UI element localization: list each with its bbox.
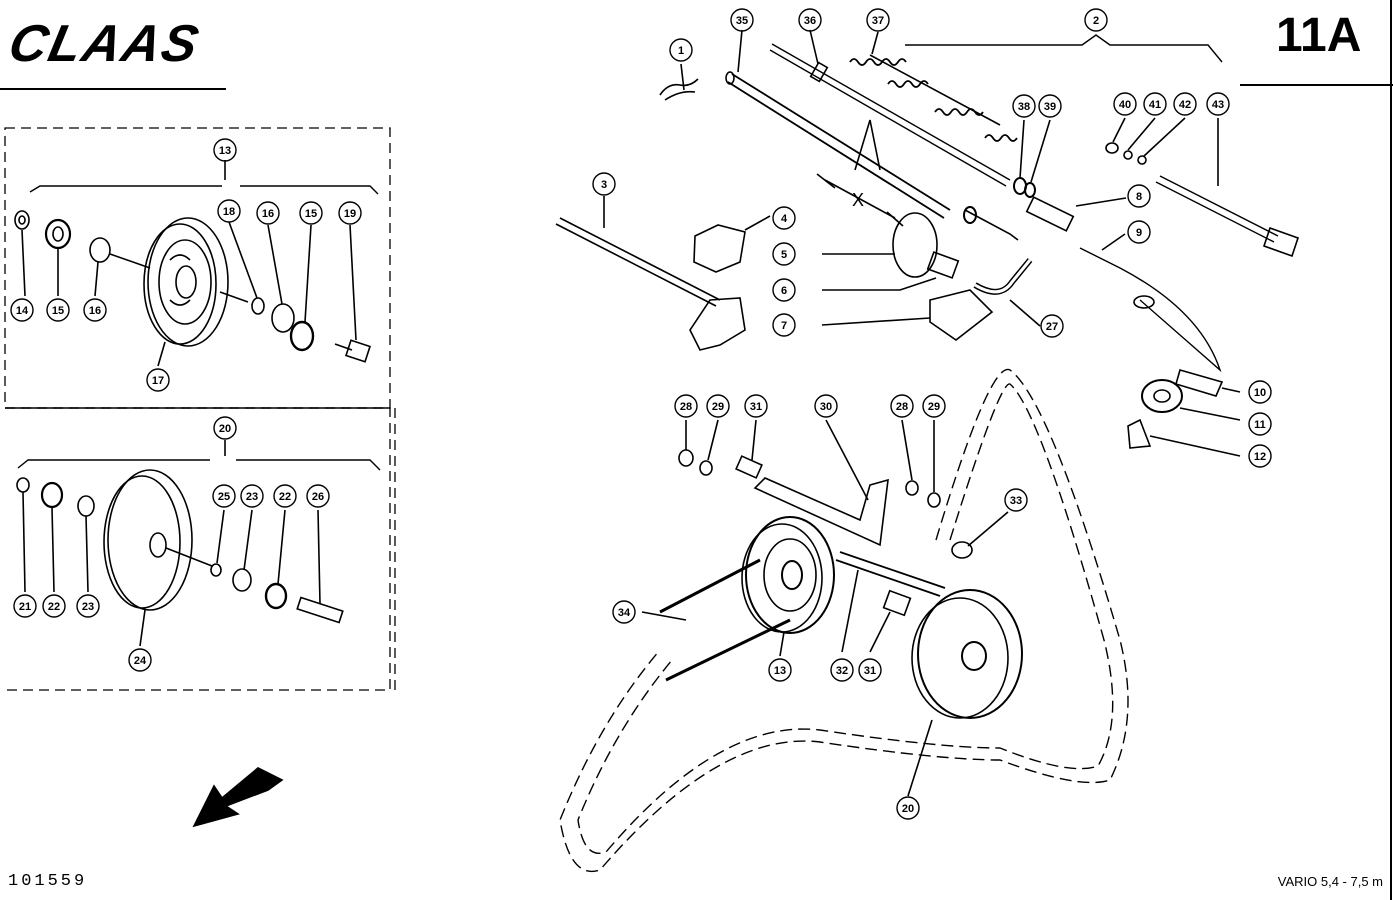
- callout-21: 21: [19, 601, 31, 613]
- callout-4: 4: [781, 213, 788, 225]
- callout-27: 27: [1046, 321, 1058, 333]
- callout-23-inset-right: 23: [246, 491, 258, 503]
- callout-20-inset: 20: [219, 423, 231, 435]
- callout-29-right: 29: [928, 401, 940, 413]
- callout-9: 9: [1136, 227, 1142, 239]
- callout-28-left: 28: [680, 401, 692, 413]
- callout-17: 17: [152, 375, 164, 387]
- document-number: 101559: [8, 872, 88, 891]
- callout-14: 14: [16, 305, 29, 317]
- callout-26: 26: [312, 491, 324, 503]
- main-assembly: [555, 29, 1300, 457]
- page-code-rule: [1240, 84, 1393, 86]
- callout-23-inset-left: 23: [82, 601, 94, 613]
- direction-arrow: [192, 767, 284, 828]
- callout-3: 3: [601, 179, 607, 191]
- callout-22-inset-right: 22: [279, 491, 291, 503]
- callout-13-inset: 13: [219, 145, 231, 157]
- inset-frames: [4, 127, 396, 691]
- callout-10: 10: [1254, 387, 1266, 399]
- callout-36: 36: [804, 15, 816, 27]
- callout-15-inset-right: 15: [305, 208, 317, 220]
- callout-labels: 13 14 15 16 17 18 16 15 19 20 21 22 23 2…: [16, 15, 1266, 815]
- logo-underline: [0, 88, 226, 90]
- callout-7: 7: [781, 320, 787, 332]
- callout-8: 8: [1136, 191, 1142, 203]
- callout-13-main: 13: [774, 665, 786, 677]
- callout-37: 37: [872, 15, 884, 27]
- callout-41: 41: [1149, 99, 1161, 111]
- callout-28-right: 28: [896, 401, 908, 413]
- callout-6: 6: [781, 285, 787, 297]
- callout-16-inset-right: 16: [262, 208, 274, 220]
- callout-11: 11: [1254, 419, 1266, 431]
- callout-31-upper: 31: [750, 401, 762, 413]
- callout-22-inset-left: 22: [48, 601, 60, 613]
- callout-35: 35: [736, 15, 748, 27]
- callout-34: 34: [618, 607, 631, 619]
- callout-33: 33: [1010, 495, 1022, 507]
- callout-30: 30: [820, 401, 832, 413]
- callout-15-inset-left: 15: [52, 305, 64, 317]
- callout-1: 1: [678, 45, 684, 57]
- callout-29-left: 29: [712, 401, 724, 413]
- callout-20-main: 20: [902, 803, 914, 815]
- page-border: [1390, 0, 1392, 900]
- page-code: 11A: [1276, 9, 1362, 62]
- callout-31-lower: 31: [864, 665, 876, 677]
- callout-19: 19: [344, 208, 356, 220]
- inset-pulley-13: [14, 160, 379, 367]
- brand-logo: CLAAS: [3, 15, 206, 73]
- dimension-x-label: X: [852, 190, 864, 210]
- inset-pulley-20: [16, 440, 381, 647]
- model-range: VARIO 5,4 - 7,5 m: [1277, 874, 1383, 889]
- callout-5: 5: [781, 249, 787, 261]
- callout-43: 43: [1212, 99, 1224, 111]
- callout-2: 2: [1093, 15, 1099, 27]
- callout-circles: [10, 8, 1272, 820]
- callout-16-inset-left: 16: [89, 305, 101, 317]
- callout-24: 24: [134, 655, 147, 667]
- callout-40: 40: [1119, 99, 1131, 111]
- callout-12: 12: [1254, 451, 1266, 463]
- callout-42: 42: [1179, 99, 1191, 111]
- callout-32: 32: [836, 665, 848, 677]
- callout-25: 25: [218, 491, 230, 503]
- callout-39: 39: [1044, 101, 1056, 113]
- callout-18: 18: [223, 206, 235, 218]
- belt-drive: [559, 368, 1129, 872]
- callout-38: 38: [1018, 101, 1030, 113]
